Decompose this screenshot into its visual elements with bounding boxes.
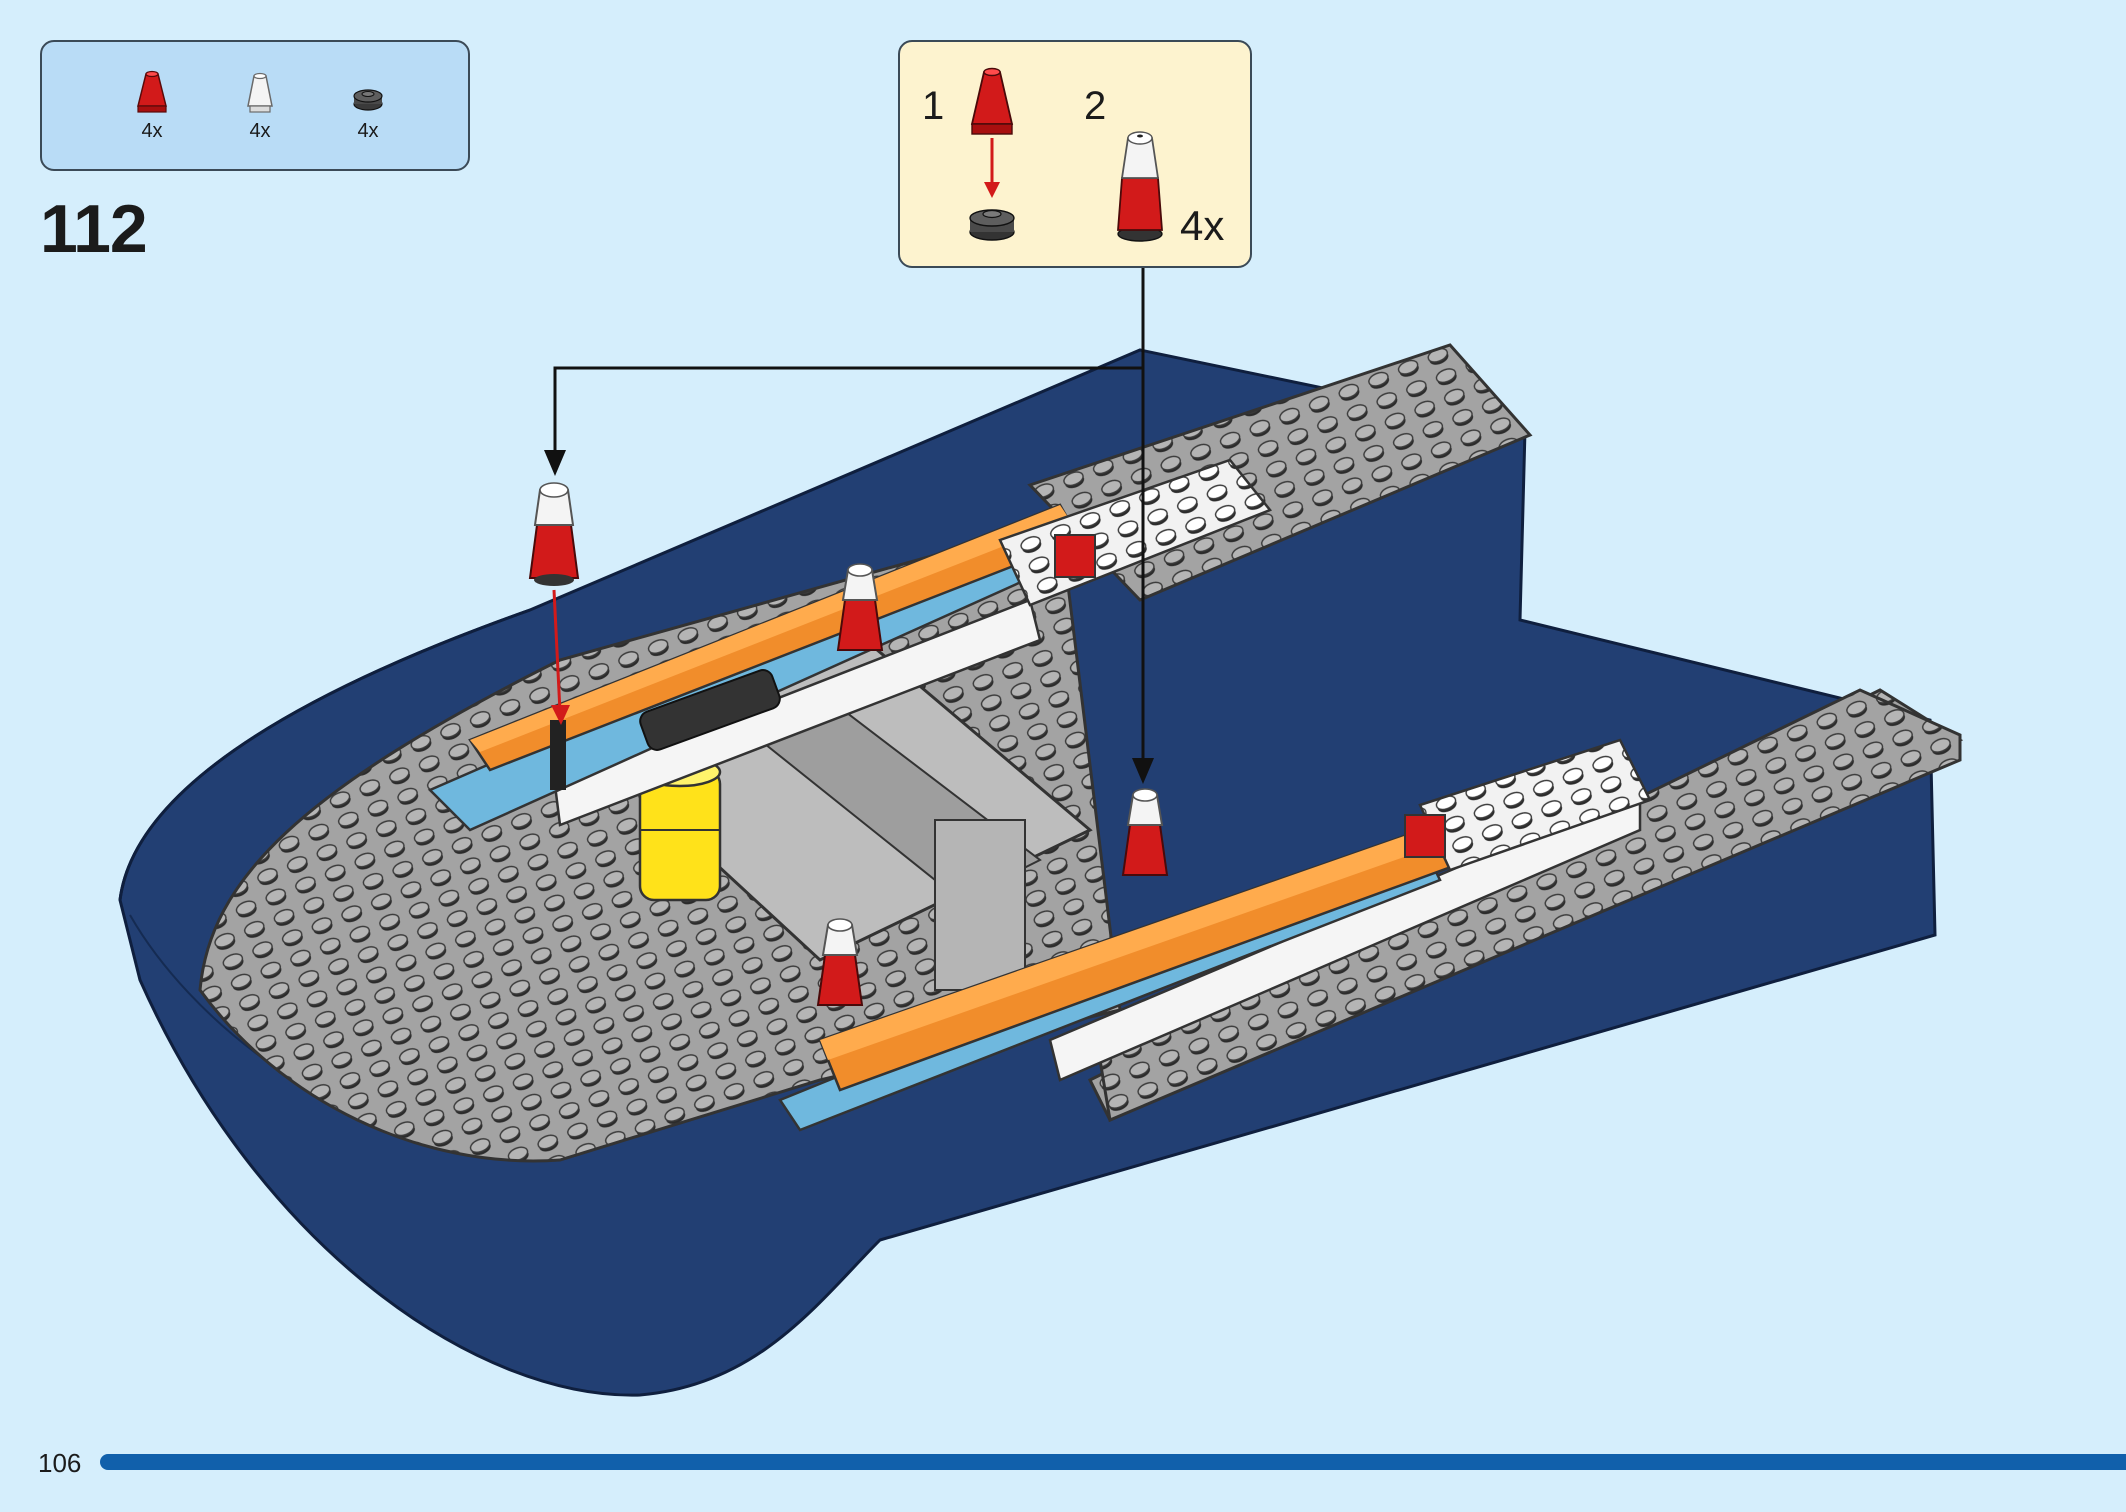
- arrow-down-icon: [984, 138, 1000, 198]
- part-qty: 4x: [141, 120, 163, 142]
- part-qty: 4x: [249, 120, 271, 142]
- black-bar: [550, 720, 566, 790]
- page-progress-bar: [100, 1454, 2126, 1470]
- red-placement-arrow: [551, 589, 570, 725]
- red-clip: [1404, 814, 1446, 858]
- black-handle: [639, 669, 781, 751]
- beacon-installed: [836, 563, 884, 651]
- callout-illustration: [969, 67, 1163, 242]
- sub-step-2-number: 2: [1084, 84, 1107, 128]
- sub-assembly-callout: 1 2 4x: [898, 40, 1252, 268]
- sub-step-1-number: 1: [922, 84, 945, 128]
- parts-list-box: 4x 4x 4x: [40, 40, 470, 171]
- right-long-deck: [1098, 688, 1962, 1123]
- upper-rail-white: [553, 598, 1042, 827]
- callout-quantity: 4x: [1180, 202, 1225, 249]
- white-cone-icon: [247, 72, 273, 113]
- red-cone-icon: [137, 70, 167, 113]
- red-clip: [1054, 534, 1096, 578]
- callout-connector-lines: [553, 268, 1145, 770]
- assembled-beacon-icon: [1117, 131, 1163, 242]
- red-cone-icon: [970, 67, 1014, 135]
- beacon-installed: [816, 918, 864, 1006]
- part-item-white-cone: 4x: [230, 70, 290, 143]
- part-qty: 4x: [357, 120, 379, 142]
- dark-round-plate-icon: [969, 209, 1015, 241]
- lower-rail-white: [1048, 788, 1642, 1082]
- beacon-placing: [1121, 788, 1169, 876]
- arrow-down-icon: [1132, 758, 1154, 784]
- step-number: 112: [40, 191, 148, 267]
- part-item-dark-plate: 4x: [338, 70, 398, 143]
- part-item-red-cone: 4x: [122, 70, 182, 143]
- beacon-floating: [528, 482, 580, 586]
- arrow-down-icon: [544, 450, 566, 476]
- dark-round-plate-icon: [353, 89, 383, 111]
- page-number: 106: [38, 1448, 82, 1478]
